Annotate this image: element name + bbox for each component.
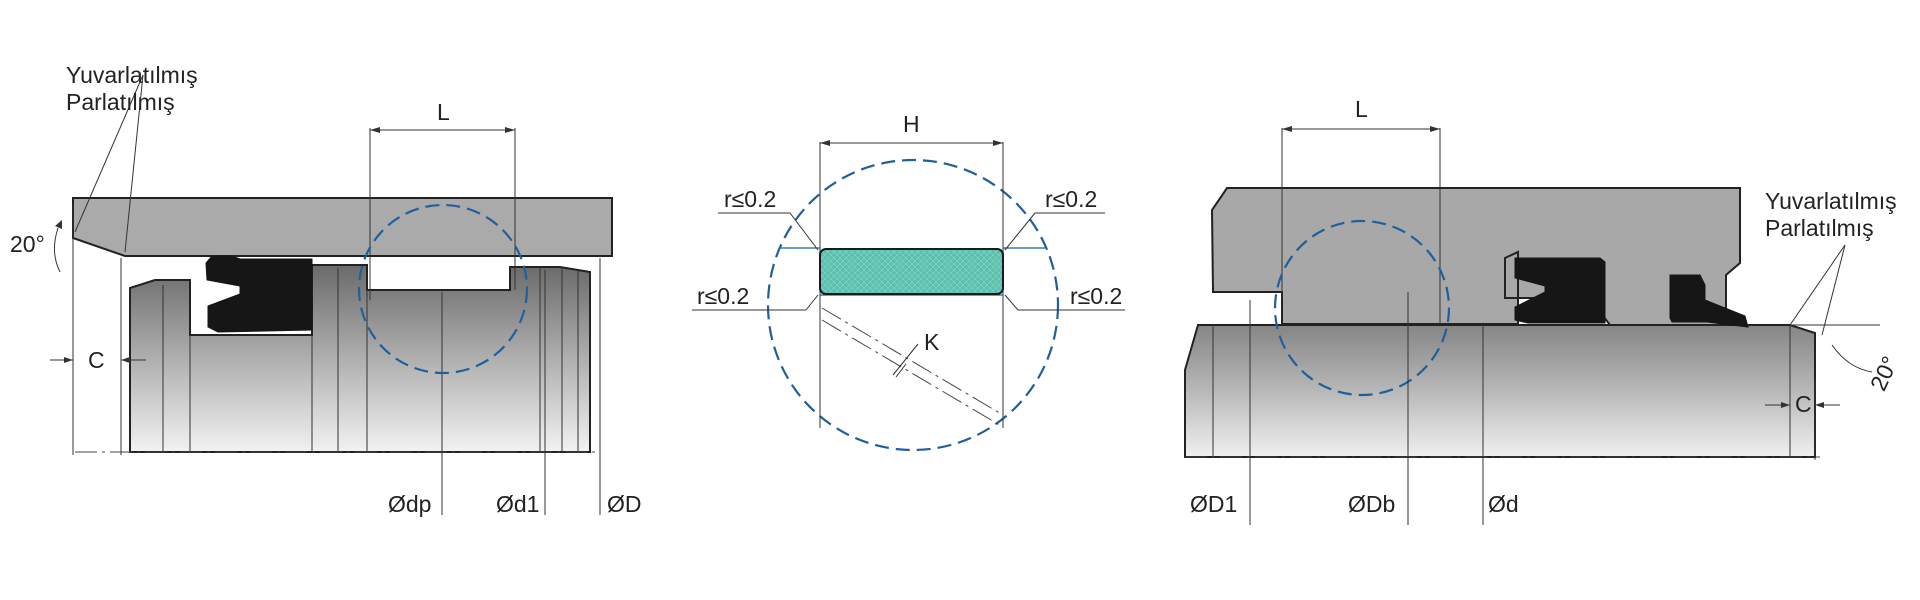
left-chamfer-dimension (50, 357, 146, 363)
u-seal-right (1514, 257, 1606, 324)
detail-radius-bottom-right: r≤0.2 (1070, 283, 1122, 309)
detail-radius-top-left: r≤0.2 (724, 186, 776, 212)
cylinder-housing (72, 197, 613, 257)
left-chamfer-label: C (88, 347, 105, 373)
right-length-dimension (1281, 126, 1441, 324)
right-chamfer-dimension (1765, 380, 1840, 460)
right-length-label: L (1355, 96, 1368, 122)
detail-circle (766, 158, 1060, 452)
right-surface-note-line2: Parlatılmış (1765, 215, 1874, 241)
left-view: L Yuvarlatılmış Parlatılmış 20° C Ødp Ød… (10, 62, 642, 517)
rod-shaft (1184, 324, 1816, 458)
left-angle-label: 20° (10, 231, 45, 257)
right-note-leaders (1789, 244, 1846, 336)
guide-ring (819, 248, 1004, 295)
left-extension-lines (72, 128, 601, 515)
left-length-label: L (437, 99, 450, 125)
detail-gap-label: K (924, 329, 940, 355)
shaft-edge-lines (1212, 325, 1791, 457)
right-surface-note-line1: Yuvarlatılmış (1765, 188, 1897, 214)
right-angle-mark (1790, 324, 1880, 373)
right-chamfer-label: C (1795, 391, 1812, 417)
left-dia-D-label: ØD (607, 491, 642, 517)
piston-edge-lines (162, 267, 579, 452)
right-extension-lines (1249, 292, 1484, 525)
detail-radius-leaders (692, 212, 1125, 311)
detail-gap-lines (821, 307, 1004, 428)
left-surface-note-line1: Yuvarlatılmış (66, 62, 198, 88)
detail-height-label: H (903, 111, 920, 137)
right-dia-D1-label: ØD1 (1190, 491, 1237, 517)
detail-radius-bottom-left: r≤0.2 (697, 283, 749, 309)
detail-radius-top-right: r≤0.2 (1045, 186, 1097, 212)
left-note-leaders (74, 74, 144, 253)
left-detail-circle (357, 203, 529, 375)
left-dia-d1-label: Ød1 (496, 491, 539, 517)
right-detail-circle (1273, 219, 1451, 397)
right-dia-d-label: Ød (1488, 491, 1519, 517)
left-dia-dp-label: Ødp (388, 491, 431, 517)
left-surface-note-line2: Parlatılmış (66, 89, 175, 115)
left-length-dimension (370, 127, 515, 133)
right-view: L ØD1 ØDb Ød Yuvarlatılmış Parlatılmış 2… (1184, 96, 1903, 525)
wiper-seal (1669, 274, 1749, 328)
detail-view: H r≤0.2 r≤0.2 r≤0.2 r≤0.2 K (692, 111, 1125, 452)
left-angle-mark (54, 220, 62, 273)
right-angle-label: 20° (1865, 352, 1903, 395)
right-dia-Db-label: ØDb (1348, 491, 1395, 517)
u-seal (205, 255, 313, 333)
